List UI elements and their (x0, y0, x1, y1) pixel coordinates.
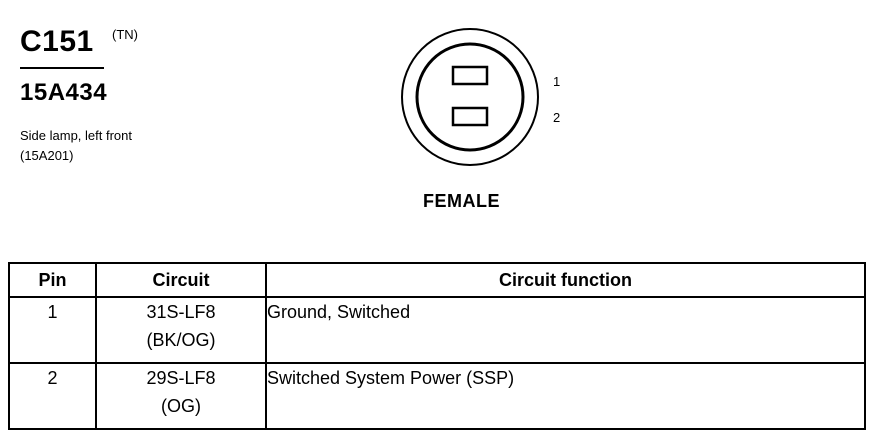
wire-color: (OG) (161, 396, 201, 416)
pinout-table: Pin Circuit Circuit function 1 31S-LF8 (… (8, 262, 866, 430)
connector-gender-label: FEMALE (423, 191, 500, 211)
pin-number: 1 (8, 296, 97, 364)
circuit-id: 29S-LF8 (146, 368, 216, 388)
circuit-id: 31S-LF8 (146, 302, 216, 322)
table-header-row: Pin Circuit Circuit function (8, 262, 866, 298)
connector-description: Side lamp, left front (20, 128, 132, 143)
connector-outer-ring (401, 28, 539, 166)
table-row: 1 31S-LF8 (BK/OG) Ground, Switched (8, 296, 866, 364)
part-number: 15A434 (20, 79, 108, 106)
connector-description-ref: (15A201) (20, 148, 74, 163)
circuit-cell: 29S-LF8 (OG) (95, 362, 267, 430)
table-row: 2 29S-LF8 (OG) Switched System Power (SS… (8, 362, 866, 430)
pin-label-2: 2 (553, 110, 561, 125)
connector-color-code: (TN) (112, 27, 138, 42)
pin-2-terminal (451, 106, 489, 127)
title-underline (20, 67, 104, 69)
connector-id: C151 (20, 25, 94, 58)
connector-face-diagram (401, 28, 539, 166)
connector-inner-ring (415, 42, 525, 152)
pin-number: 2 (8, 362, 97, 430)
circuit-function: Ground, Switched (265, 296, 866, 364)
circuit-function: Switched System Power (SSP) (265, 362, 866, 430)
pin-label-1: 1 (553, 74, 561, 89)
header-pin: Pin (8, 262, 97, 298)
pin-1-terminal (451, 65, 489, 86)
wire-color: (BK/OG) (146, 330, 216, 350)
circuit-cell: 31S-LF8 (BK/OG) (95, 296, 267, 364)
header-circuit: Circuit (95, 262, 267, 298)
header-circuit-function: Circuit function (265, 262, 866, 298)
